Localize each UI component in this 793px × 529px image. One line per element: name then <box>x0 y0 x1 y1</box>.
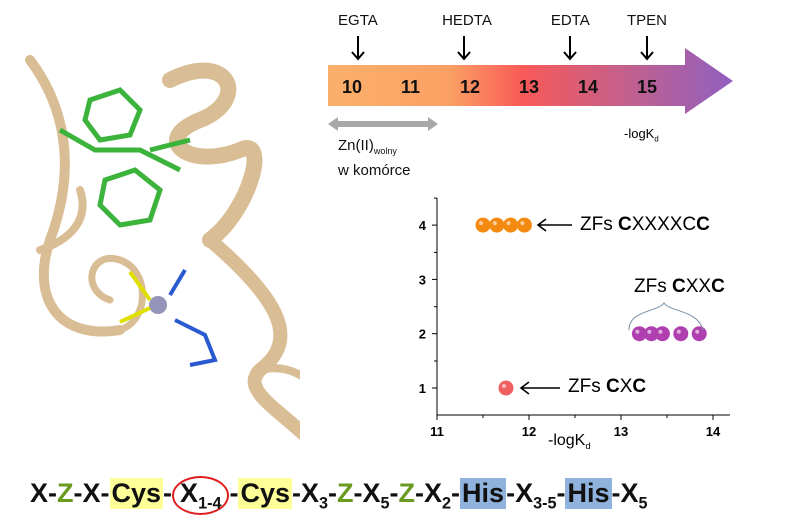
linker-circle: X1-4 <box>172 476 230 516</box>
scale-axis-label: -logKd <box>624 126 659 144</box>
chart-x-axis-label: -logKd <box>548 432 591 453</box>
scale-tick: 14 <box>578 77 599 97</box>
affinity-scale-arrow <box>328 48 733 114</box>
point-highlight <box>658 329 663 334</box>
chelator-egta: EGTA <box>338 12 378 29</box>
point-highlight <box>635 329 640 334</box>
arrow-to-cxc <box>519 381 560 395</box>
x-tick-label: 13 <box>614 424 628 439</box>
x-tick-label: 11 <box>430 424 444 439</box>
scale-tick: 11 <box>401 77 421 97</box>
annotation-cxxc: ZFs CXXC <box>634 276 725 297</box>
x-tick-label: 12 <box>522 424 536 439</box>
annotation-cxc: ZFs CXC <box>568 376 647 397</box>
point-highlight <box>492 221 497 226</box>
scale-tick: 15 <box>637 77 658 97</box>
data-point <box>631 326 647 342</box>
y-tick-label: 4 <box>419 218 427 233</box>
x-tick-label: 14 <box>706 424 721 439</box>
down-arrow-icon <box>351 36 365 61</box>
chelator-hedta: HEDTA <box>442 12 492 29</box>
arrow-to-cxxxxc <box>536 218 572 232</box>
y-tick-label: 1 <box>419 381 426 396</box>
data-point <box>503 217 519 233</box>
point-highlight <box>695 329 700 334</box>
data-point <box>498 380 514 396</box>
scale-tick: 12 <box>460 77 481 97</box>
chelator-edta: EDTA <box>550 12 590 29</box>
brace-cxxc <box>628 302 704 331</box>
free-zinc-range-arrow <box>328 117 438 131</box>
scale-tick: 10 <box>342 77 363 97</box>
point-highlight <box>502 384 506 388</box>
point-highlight <box>647 329 652 334</box>
free-zinc-label: Zn(II)wolny w komórce <box>338 137 411 179</box>
point-highlight <box>676 329 681 334</box>
scale-tick: 13 <box>519 77 540 97</box>
down-arrow-icon <box>563 36 578 61</box>
data-point <box>489 217 505 233</box>
data-point <box>643 326 659 342</box>
point-highlight <box>520 221 525 226</box>
data-point <box>654 326 670 342</box>
y-tick-label: 2 <box>419 327 426 342</box>
point-highlight <box>506 221 511 226</box>
data-point <box>673 326 689 342</box>
chelator-tpen: TPEN <box>626 12 667 29</box>
annotation-cxxxxc: ZFs CXXXXCC <box>580 214 710 235</box>
y-tick-label: 3 <box>419 272 426 287</box>
data-point <box>475 217 491 233</box>
zinc-ion-icon <box>149 296 167 314</box>
down-arrow-icon <box>640 36 654 61</box>
down-arrow-icon <box>457 36 471 61</box>
data-point <box>691 326 707 342</box>
data-point <box>516 217 532 233</box>
point-highlight <box>479 221 483 226</box>
zinc-finger-structure <box>25 55 300 441</box>
zinc-finger-sequence: X-Z-X-Cys-X1-4-Cys-X3-Z-X5-Z-X2-His-X3-5… <box>30 476 648 516</box>
